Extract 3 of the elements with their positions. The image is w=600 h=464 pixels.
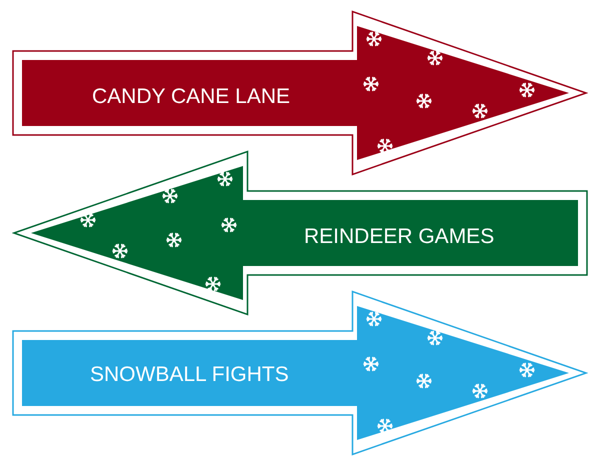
- sign-label: SNOWBALL FIGHTS: [90, 362, 289, 388]
- sign-label: REINDEER GAMES: [304, 224, 494, 250]
- sign-label: CANDY CANE LANE: [92, 84, 290, 110]
